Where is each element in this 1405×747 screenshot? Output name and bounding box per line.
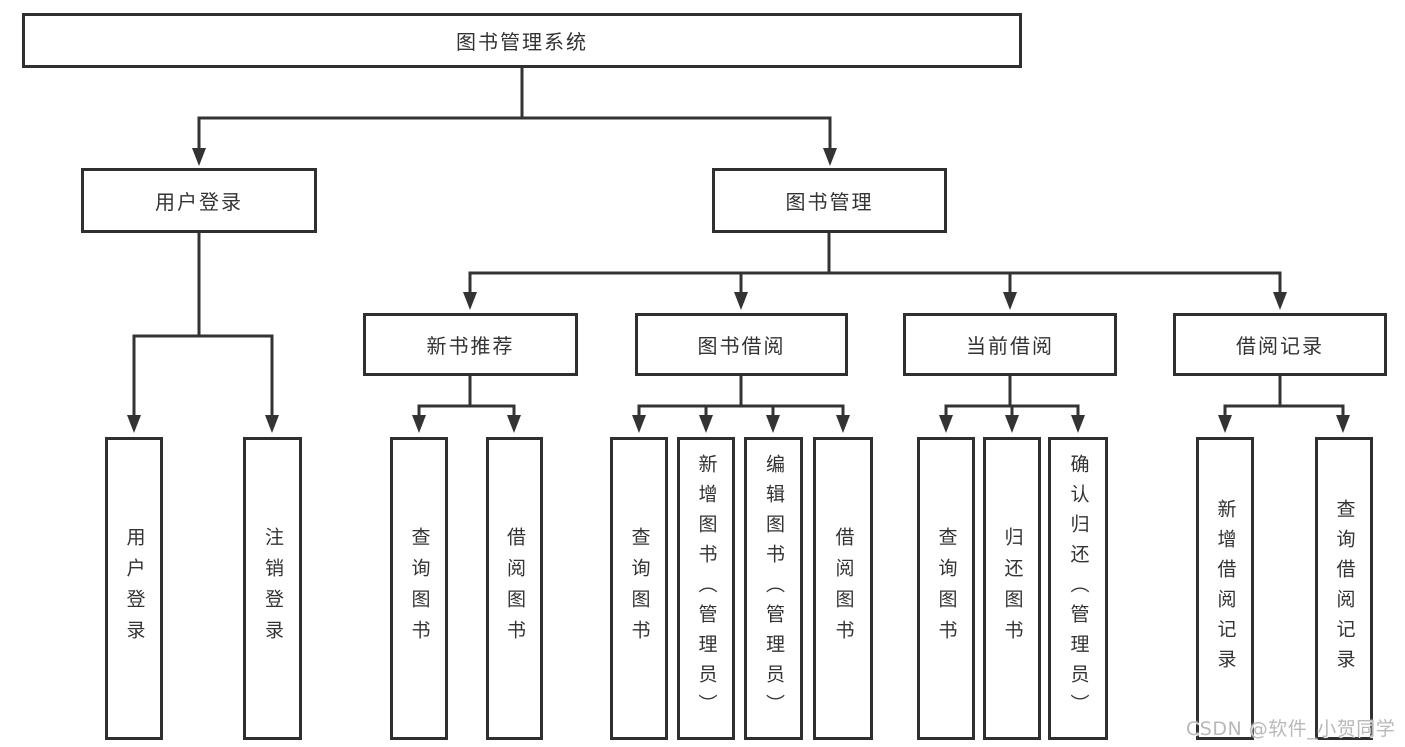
leaf-borrow-books: 借阅图书 [813, 437, 873, 740]
leaf-borrow-books-recommend: 借阅图书 [486, 437, 543, 740]
node-label: 图书管理 [785, 190, 874, 214]
node-label: 新书推荐 [426, 334, 515, 358]
leaf-add-borrow-record: 新增借阅记录 [1196, 437, 1254, 740]
node-current-borrow: 当前借阅 [903, 313, 1117, 376]
leaf-label: 用户登录 [123, 526, 146, 651]
leaf-label: 新增借阅记录 [1214, 498, 1237, 679]
node-book-borrow: 图书借阅 [635, 313, 848, 376]
csdn-watermark: CSDN @软件_小贺同学 [1186, 718, 1396, 740]
leaf-confirm-return-admin: 确认归还（管理员） [1048, 437, 1108, 740]
node-user-login-group: 用户登录 [81, 168, 317, 233]
node-label: 借阅记录 [1236, 334, 1324, 358]
leaf-label: 归还图书 [1001, 526, 1024, 651]
leaf-query-borrow-record: 查询借阅记录 [1315, 437, 1373, 740]
leaf-label: 确认归还（管理员） [1067, 453, 1090, 724]
leaf-query-books-borrow: 查询图书 [610, 437, 668, 740]
leaf-user-login: 用户登录 [105, 437, 163, 740]
leaf-label: 查询图书 [935, 526, 958, 651]
leaf-query-books-recommend: 查询图书 [390, 437, 448, 740]
leaf-label: 新增图书（管理员） [695, 453, 718, 724]
node-label: 图书管理系统 [456, 30, 588, 54]
node-library-system: 图书管理系统 [22, 13, 1022, 68]
leaf-logout: 注销登录 [243, 437, 302, 740]
node-new-book-recommend: 新书推荐 [363, 313, 578, 376]
leaf-label: 查询图书 [408, 526, 431, 651]
leaf-label: 查询图书 [628, 526, 651, 651]
leaf-label: 注销登录 [262, 526, 284, 651]
node-label: 当前借阅 [966, 334, 1054, 358]
leaf-label: 借阅图书 [832, 526, 855, 651]
leaf-return-books: 归还图书 [983, 437, 1041, 740]
node-book-management: 图书管理 [712, 168, 947, 233]
leaf-label: 查询借阅记录 [1333, 498, 1356, 679]
leaf-edit-books-admin: 编辑图书（管理员） [744, 437, 803, 740]
leaf-label: 借阅图书 [504, 526, 526, 651]
leaf-query-books-current: 查询图书 [917, 437, 975, 740]
node-label: 用户登录 [155, 190, 243, 214]
node-label: 图书借阅 [697, 334, 786, 358]
leaf-label: 编辑图书（管理员） [763, 453, 785, 724]
leaf-add-books-admin: 新增图书（管理员） [677, 437, 735, 740]
node-borrow-records: 借阅记录 [1173, 313, 1387, 376]
